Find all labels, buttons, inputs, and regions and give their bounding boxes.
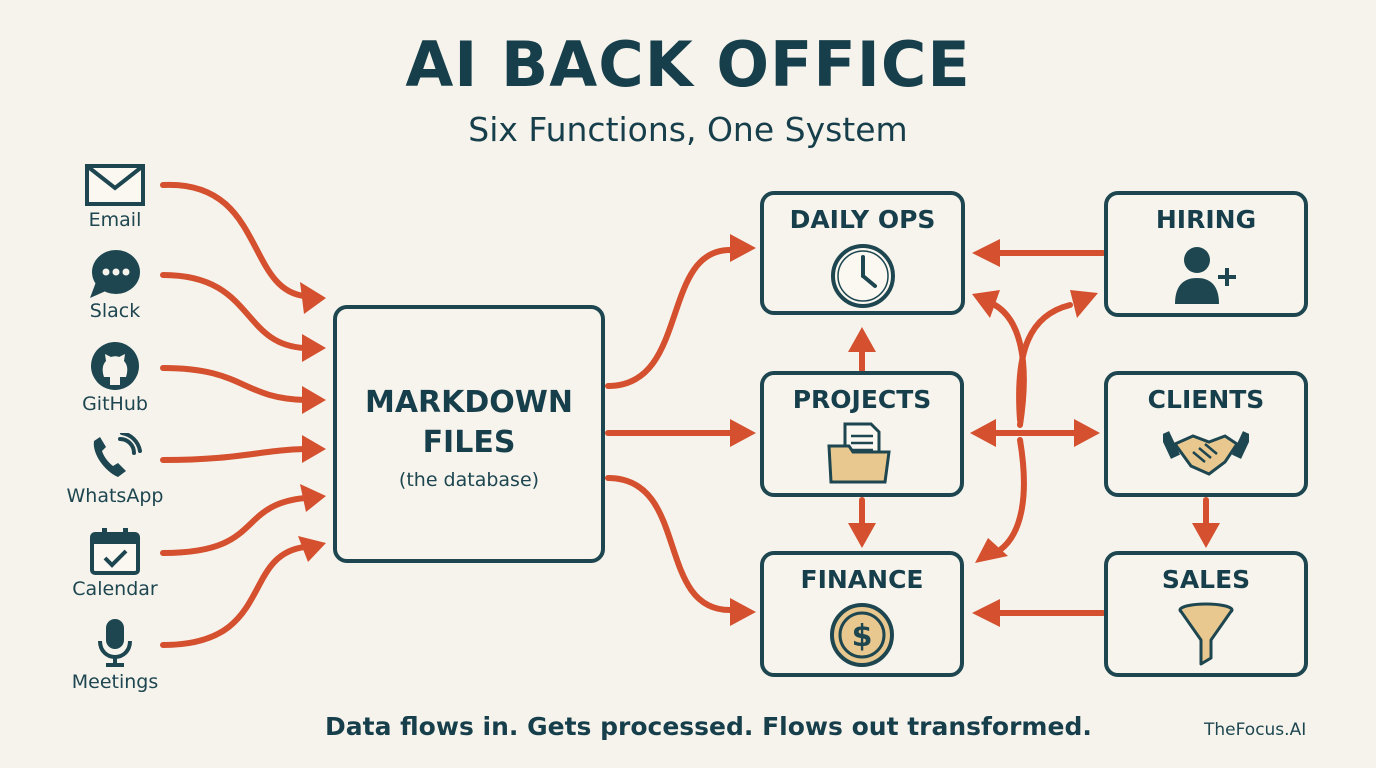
source-email: Email xyxy=(45,163,185,231)
arrow-slack-to-hub xyxy=(160,272,308,351)
arrow-meetings-to-hub xyxy=(160,544,308,648)
function-label: PROJECTS xyxy=(792,385,932,414)
folder-icon xyxy=(827,422,891,484)
arrowhead-cross-finance xyxy=(975,538,1008,563)
arrow-cross-to-hiring xyxy=(1016,302,1073,423)
source-whatsapp: WhatsApp xyxy=(45,433,185,507)
source-slack: Slack xyxy=(45,248,185,322)
phone-icon xyxy=(93,433,142,477)
funnel-icon xyxy=(1178,602,1234,666)
footer-tagline: Data flows in. Gets processed. Flows out… xyxy=(325,712,1092,741)
arrowhead-email xyxy=(300,282,326,314)
hub-subtitle: (the database) xyxy=(398,469,540,491)
source-calendar: Calendar xyxy=(45,526,185,600)
function-finance: FINANCE $ xyxy=(760,551,964,677)
svg-text:$: $ xyxy=(852,619,873,654)
source-label: WhatsApp xyxy=(66,485,164,507)
arrowhead-cross-dailyops xyxy=(972,290,1000,318)
arrow-whatsapp-to-hub xyxy=(160,446,308,463)
function-label: DAILY OPS xyxy=(789,205,936,234)
function-label: FINANCE xyxy=(800,565,924,594)
hub-title: MARKDOWN FILES xyxy=(364,385,574,460)
arrowhead-projects xyxy=(730,419,756,447)
function-label: HIRING xyxy=(1155,205,1257,234)
arrowhead-dailyops xyxy=(730,234,756,262)
function-label: CLIENTS xyxy=(1147,385,1265,414)
arrowhead-projects-down xyxy=(848,523,876,548)
arrowhead-projects-left xyxy=(970,419,996,447)
source-label: GitHub xyxy=(82,393,148,415)
source-meetings: Meetings xyxy=(45,617,185,693)
arrow-cross-to-finance xyxy=(997,437,1027,553)
chat-bubble-icon xyxy=(90,250,140,298)
arrow-hub-to-finance xyxy=(605,475,733,613)
dollar-coin-icon: $ xyxy=(830,603,894,667)
arrowhead-whatsapp xyxy=(302,435,326,463)
arrow-calendar-to-hub xyxy=(160,495,308,556)
arrowhead-clients-right xyxy=(1074,419,1100,447)
arrow-github-to-hub xyxy=(160,365,308,403)
handshake-icon xyxy=(1163,431,1249,476)
markdown-files-hub: MARKDOWN FILES (the database) xyxy=(333,305,605,563)
source-label: Meetings xyxy=(71,671,159,693)
arrowhead-cross-hiring xyxy=(1070,290,1098,318)
source-label: Email xyxy=(88,209,142,231)
arrow-email-to-hub xyxy=(160,181,308,299)
calendar-icon xyxy=(90,528,140,575)
function-sales: SALES xyxy=(1104,551,1308,677)
function-label: SALES xyxy=(1161,565,1251,594)
function-hiring: HIRING xyxy=(1104,191,1308,317)
page-title: AI BACK OFFICE xyxy=(405,28,971,101)
envelope-icon xyxy=(85,164,145,206)
brand-label: TheFocus.AI xyxy=(1204,720,1307,740)
function-daily-ops: DAILY OPS xyxy=(760,191,965,315)
github-icon xyxy=(91,342,139,390)
arrow-hub-to-dailyops xyxy=(605,247,733,389)
arrowhead-clients-down xyxy=(1192,523,1220,548)
source-label: Calendar xyxy=(72,578,158,600)
clock-icon xyxy=(830,244,895,308)
arrowhead-meetings xyxy=(298,536,326,562)
arrowhead-slack xyxy=(302,334,326,362)
arrowhead-github xyxy=(302,386,326,414)
arrowhead-sales-finance xyxy=(972,599,1000,627)
arrowhead-finance xyxy=(730,598,756,626)
function-projects: PROJECTS xyxy=(760,371,964,497)
arrowhead-hiring-dailyops xyxy=(972,239,1000,267)
arrowhead-calendar xyxy=(300,484,326,512)
source-label: Slack xyxy=(89,300,141,322)
arrowhead-projects-up xyxy=(848,327,876,352)
function-clients: CLIENTS xyxy=(1104,371,1308,497)
source-github: GitHub xyxy=(45,341,185,415)
arrow-cross-to-dailyops xyxy=(992,302,1027,428)
microphone-icon xyxy=(98,619,132,667)
add-person-icon xyxy=(1175,247,1236,304)
page-subtitle: Six Functions, One System xyxy=(468,110,908,149)
